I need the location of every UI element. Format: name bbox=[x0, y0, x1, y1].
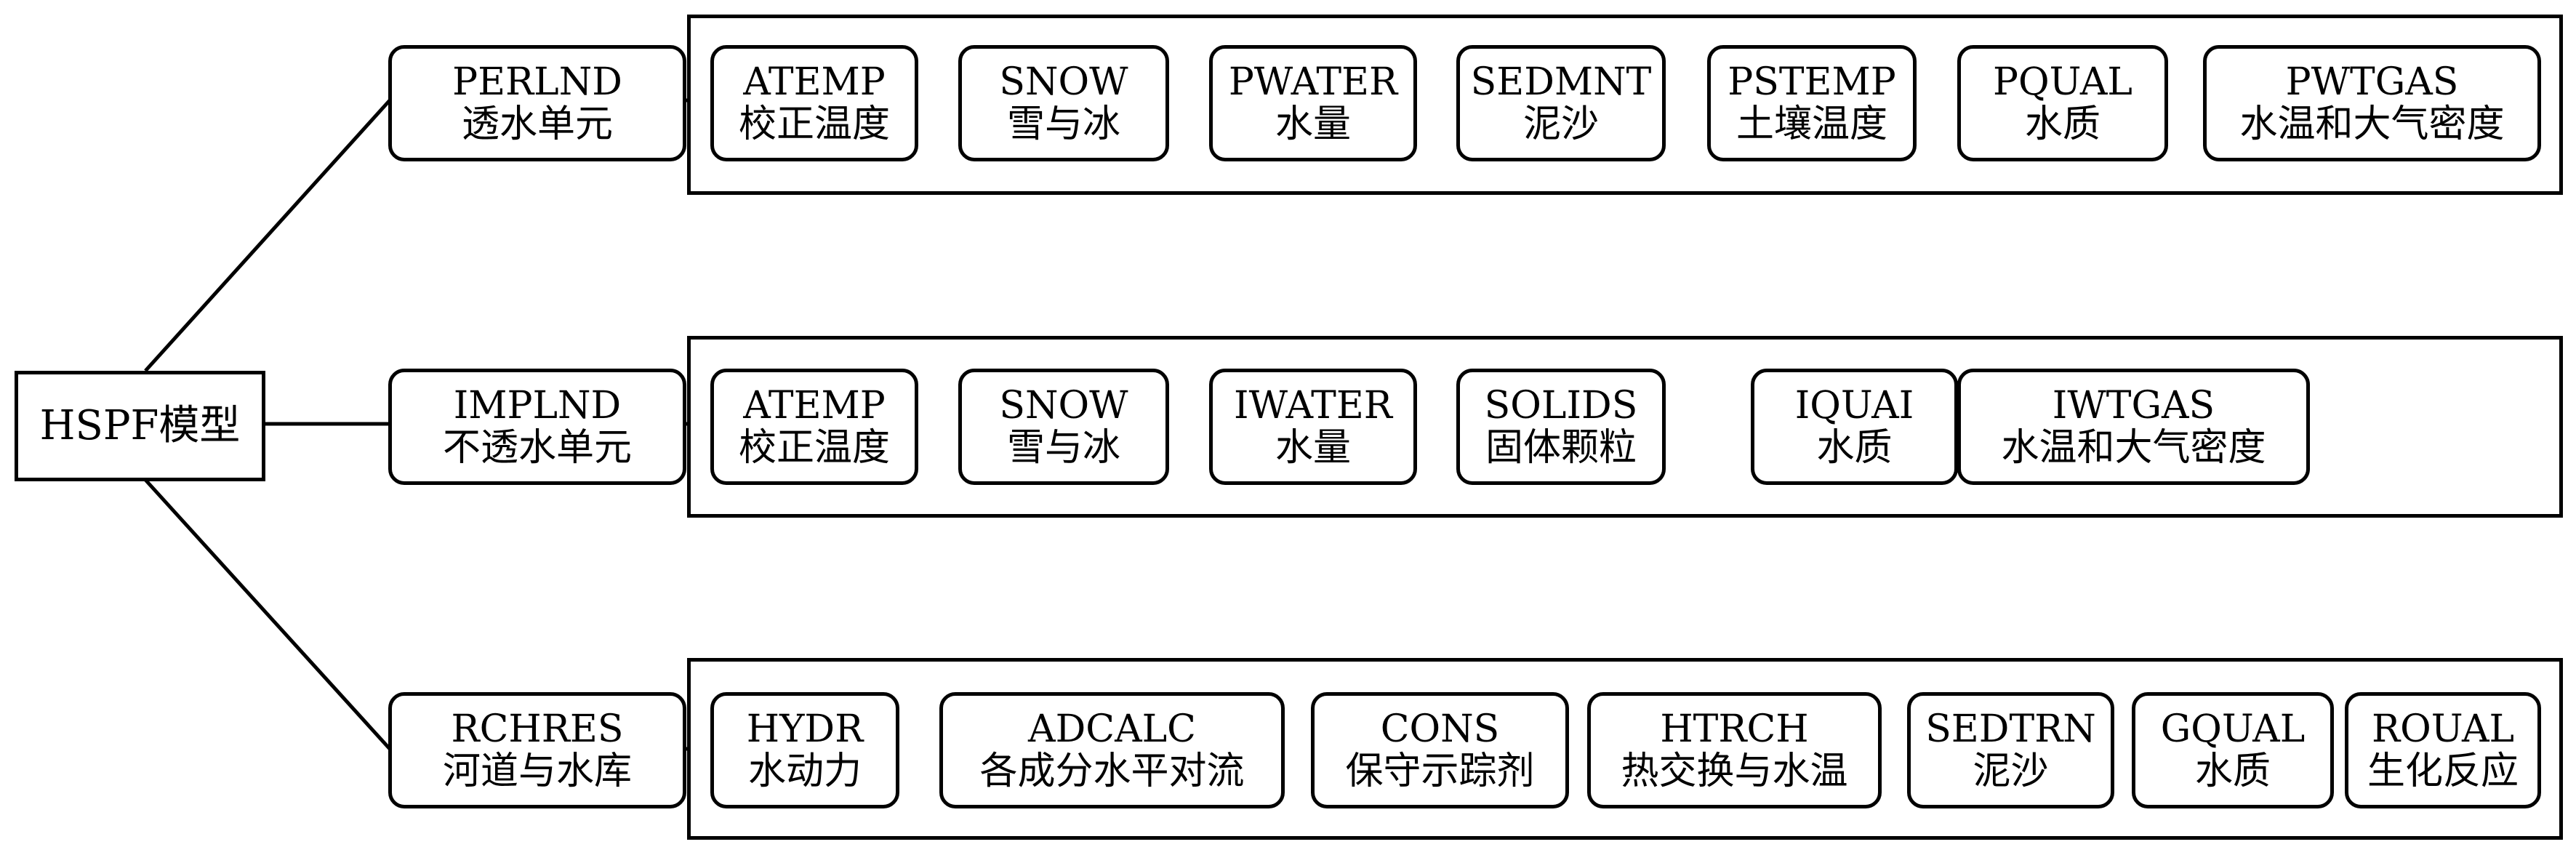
module-implnd-iwater: IWATER 水量 bbox=[1209, 369, 1417, 485]
group-node-implnd: IMPLND 不透水单元 bbox=[388, 369, 686, 485]
module-code: ROUAL bbox=[2371, 707, 2515, 751]
module-perlnd-pstemp: PSTEMP 土壤温度 bbox=[1707, 45, 1917, 161]
module-code: SEDTRN bbox=[1925, 707, 2096, 751]
module-name: 热交换与水温 bbox=[1621, 750, 1848, 793]
module-code: PWATER bbox=[1228, 60, 1398, 104]
group-code: RCHRES bbox=[451, 707, 624, 751]
module-name: 土壤温度 bbox=[1736, 103, 1887, 146]
module-code: IQUAI bbox=[1794, 383, 1914, 428]
group-name: 透水单元 bbox=[461, 103, 613, 146]
module-name: 各成分水平对流 bbox=[979, 750, 1245, 793]
module-code: PQUAL bbox=[1993, 60, 2132, 104]
root-node: HSPF模型 bbox=[15, 371, 265, 481]
module-perlnd-snow: SNOW 雪与冰 bbox=[958, 45, 1169, 161]
module-name: 校正温度 bbox=[738, 426, 890, 470]
module-rchres-adcalc: ADCALC 各成分水平对流 bbox=[939, 692, 1285, 808]
module-name: 雪与冰 bbox=[1006, 426, 1120, 470]
module-code: ATEMP bbox=[743, 60, 886, 104]
module-name: 水质 bbox=[2194, 750, 2271, 793]
module-name: 水质 bbox=[2024, 103, 2100, 146]
module-implnd-snow: SNOW 雪与冰 bbox=[958, 369, 1169, 485]
module-implnd-solids: SOLIDS 固体颗粒 bbox=[1456, 369, 1666, 485]
module-name: 水温和大气密度 bbox=[2239, 103, 2505, 146]
module-name: 保守示踪剂 bbox=[1345, 750, 1535, 793]
module-code: HYDR bbox=[746, 707, 864, 751]
group-frame-rchres bbox=[687, 658, 2563, 840]
module-name: 水质 bbox=[1816, 426, 1893, 470]
module-code: PSTEMP bbox=[1728, 60, 1896, 104]
module-code: SOLIDS bbox=[1484, 383, 1638, 428]
module-code: SNOW bbox=[999, 60, 1128, 104]
module-code: IWTGAS bbox=[2052, 383, 2215, 428]
module-perlnd-pwtgas: PWTGAS 水温和大气密度 bbox=[2203, 45, 2541, 161]
module-perlnd-pqual: PQUAL 水质 bbox=[1957, 45, 2168, 161]
module-code: ATEMP bbox=[743, 383, 886, 428]
module-code: SEDMNT bbox=[1470, 60, 1652, 104]
module-rchres-gqual: GQUAL 水质 bbox=[2132, 692, 2334, 808]
module-rchres-htrch: HTRCH 热交换与水温 bbox=[1587, 692, 1882, 808]
module-name: 校正温度 bbox=[738, 103, 890, 146]
group-code: IMPLND bbox=[453, 383, 622, 428]
module-implnd-atemp: ATEMP 校正温度 bbox=[710, 369, 918, 485]
module-code: GQUAL bbox=[2160, 707, 2306, 751]
module-name: 泥沙 bbox=[1522, 103, 1599, 146]
group-node-rchres: RCHRES 河道与水库 bbox=[388, 692, 686, 808]
module-perlnd-pwater: PWATER 水量 bbox=[1209, 45, 1417, 161]
module-name: 水量 bbox=[1275, 103, 1351, 146]
connector-root-rchres bbox=[144, 478, 391, 750]
group-code: PERLND bbox=[452, 60, 622, 104]
group-name: 不透水单元 bbox=[442, 426, 632, 470]
module-implnd-iwtgas: IWTGAS 水温和大气密度 bbox=[1957, 369, 2310, 485]
group-node-perlnd: PERLND 透水单元 bbox=[388, 45, 686, 161]
module-name: 泥沙 bbox=[1973, 750, 2049, 793]
module-code: HTRCH bbox=[1660, 707, 1809, 751]
module-rchres-cons: CONS 保守示踪剂 bbox=[1311, 692, 1569, 808]
connector-root-perlnd bbox=[144, 99, 391, 372]
group-frame-implnd bbox=[687, 336, 2563, 518]
module-name: 水温和大气密度 bbox=[2001, 426, 2266, 470]
module-perlnd-atemp: ATEMP 校正温度 bbox=[710, 45, 918, 161]
group-frame-perlnd bbox=[687, 15, 2563, 195]
module-name: 生化反应 bbox=[2367, 750, 2519, 793]
module-code: IWATER bbox=[1234, 383, 1392, 428]
module-name: 水动力 bbox=[747, 750, 862, 793]
module-name: 雪与冰 bbox=[1006, 103, 1120, 146]
module-code: SNOW bbox=[999, 383, 1128, 428]
root-label: HSPF模型 bbox=[39, 401, 241, 449]
group-name: 河道与水库 bbox=[442, 750, 632, 793]
module-name: 水量 bbox=[1275, 426, 1351, 470]
module-perlnd-sedmnt: SEDMNT 泥沙 bbox=[1456, 45, 1666, 161]
module-code: ADCALC bbox=[1028, 707, 1196, 751]
module-code: CONS bbox=[1380, 707, 1500, 751]
module-name: 固体颗粒 bbox=[1485, 426, 1637, 470]
module-rchres-hydr: HYDR 水动力 bbox=[710, 692, 899, 808]
module-rchres-sedtrn: SEDTRN 泥沙 bbox=[1907, 692, 2114, 808]
module-code: PWTGAS bbox=[2285, 60, 2459, 104]
module-implnd-iquai: IQUAI 水质 bbox=[1751, 369, 1958, 485]
module-rchres-roual: ROUAL 生化反应 bbox=[2345, 692, 2541, 808]
